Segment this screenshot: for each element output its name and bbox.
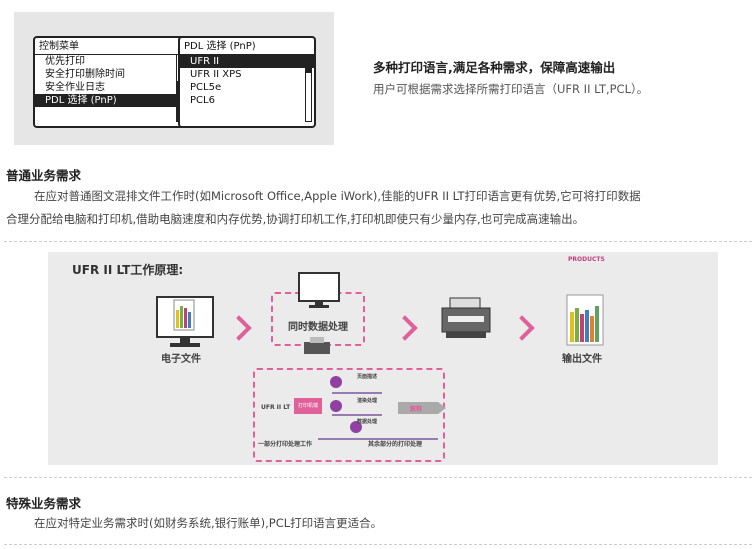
divider	[4, 241, 752, 242]
bottom-label-left: 一部分打印处理工作	[258, 441, 313, 448]
menu-item: 安全作业日志	[45, 82, 105, 93]
menu-item: 安全打印删除时间	[45, 69, 125, 80]
pdl-item: UFR II XPS	[190, 69, 242, 80]
menu-item-selected: PDL 选择 (PnP)	[35, 94, 185, 107]
diagram-title: UFR II LT工作原理:	[72, 263, 184, 277]
section-body-line: 在应对普通图文混排文件工作时(如Microsoft Office,Apple i…	[34, 189, 641, 203]
pdl-item-selected: UFR II	[180, 55, 314, 68]
ball-label: 数据处理	[357, 419, 378, 425]
bottom-label-right: 其余部分的打印处理	[368, 441, 423, 448]
document-icon	[566, 294, 604, 346]
lcd-panel-image: 控制菜单 优先打印 安全打印删除时间 安全作业日志 PDL 选择 (PnP) P…	[14, 12, 334, 145]
printer-side-box: 打印机端	[294, 398, 322, 414]
pdl-select-screen: PDL 选择 (PnP) UFR II UFR II XPS PCL5e PCL…	[178, 36, 316, 128]
products-label: PRODUCTS	[568, 256, 605, 263]
control-menu-screen: 控制菜单 优先打印 安全打印删除时间 安全作业日志 PDL 选择 (PnP)	[33, 36, 187, 128]
section-body-line: 在应对特定业务需求时(如财务系统,银行账单),PCL打印语言更适合。	[34, 516, 383, 530]
ball-label: 渲染处理	[357, 398, 378, 404]
step-label: 电子文件	[161, 354, 201, 365]
divider	[4, 477, 752, 478]
menu-item: 优先打印	[45, 56, 85, 67]
printer-icon	[441, 297, 491, 338]
pdl-select-title: PDL 选择 (PnP)	[180, 38, 314, 55]
interpret-label: 解释	[410, 406, 423, 413]
ufr-label: UFR II LT	[261, 404, 291, 411]
ball-label: 页面描述	[357, 374, 378, 380]
pdl-item: PCL5e	[190, 82, 222, 93]
step-label: 输出文件	[562, 354, 602, 365]
ufr-diagram: UFR II LT工作原理: 电子文件 同时数据处理 PRODUCTS 输出文件…	[48, 252, 718, 465]
section-title-special: 特殊业务需求	[6, 496, 82, 511]
scrollbar	[305, 54, 312, 122]
arrow-icon	[226, 315, 252, 341]
control-menu-title: 控制菜单	[35, 38, 185, 55]
arrow-icon	[392, 315, 418, 341]
feature-title: 多种打印语言,满足各种需求，保障高速输出	[373, 60, 616, 75]
arrow-icon	[509, 315, 535, 341]
balance-icon	[318, 376, 446, 440]
section-body-line: 合理分配给电脑和打印机,借助电脑速度和内存优势,协调打印机工作,打印机即使只有少…	[6, 212, 585, 226]
divider	[4, 544, 752, 545]
feature-description: 用户可根据需求选择所需打印语言（UFR II LT,PCL）。	[373, 82, 649, 96]
step-label: 同时数据处理	[288, 322, 348, 333]
detail-box	[253, 368, 445, 462]
section-title-general: 普通业务需求	[6, 168, 82, 183]
monitor-icon	[156, 296, 214, 347]
printer-icon	[304, 337, 330, 354]
pdl-item: PCL6	[190, 95, 215, 106]
monitor-icon	[298, 272, 340, 308]
